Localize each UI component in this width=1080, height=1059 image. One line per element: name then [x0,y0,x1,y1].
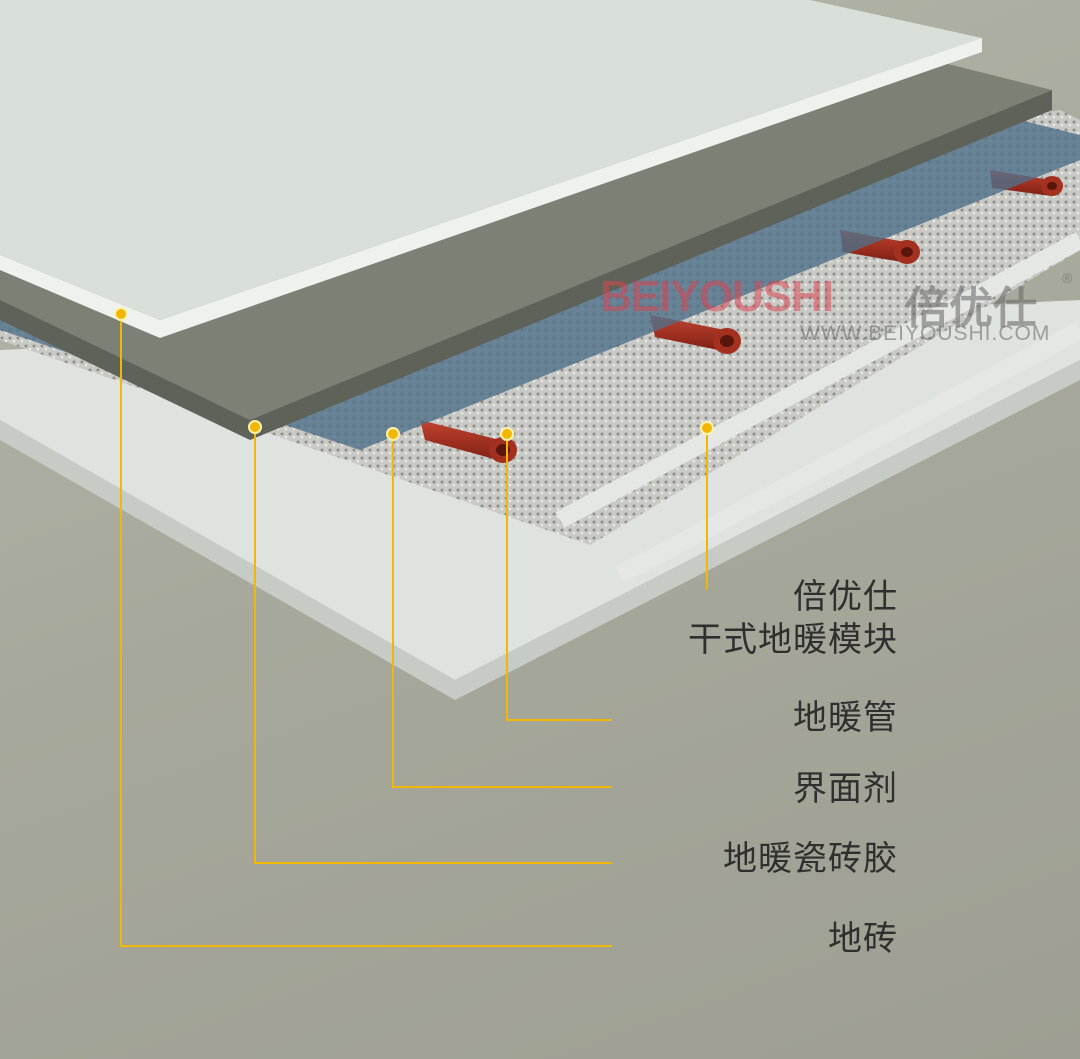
label-tile: 地砖 [828,919,898,959]
leader-tile [120,314,612,947]
leader-interface [392,434,612,788]
label-module: 倍优仕 干式地暖模块 [688,576,898,661]
tile-adhesive-layer [0,62,1052,440]
leader-adhesive [254,427,612,864]
watermark-brand-cn: 倍优仕 [905,284,1037,333]
label-module-name: 干式地暖模块 [688,619,898,660]
leader-dots [114,307,714,441]
floor-tile-layer [0,0,982,338]
leader-pipe [506,434,612,721]
watermark-brand-latin: BEIYOUSHI [600,272,834,321]
watermark-registered: ® [1062,270,1073,286]
watermark-url: WWW.BEIYOUSHI.COM [800,322,1051,345]
module-grooves [555,232,1080,583]
label-tile-adhesive: 地暖瓷砖胶 [723,839,898,879]
label-pipe: 地暖管 [793,698,898,738]
leader-lines [120,314,708,947]
label-interface-agent: 界面剂 [793,769,898,809]
label-module-brand: 倍优仕 [793,577,898,617]
